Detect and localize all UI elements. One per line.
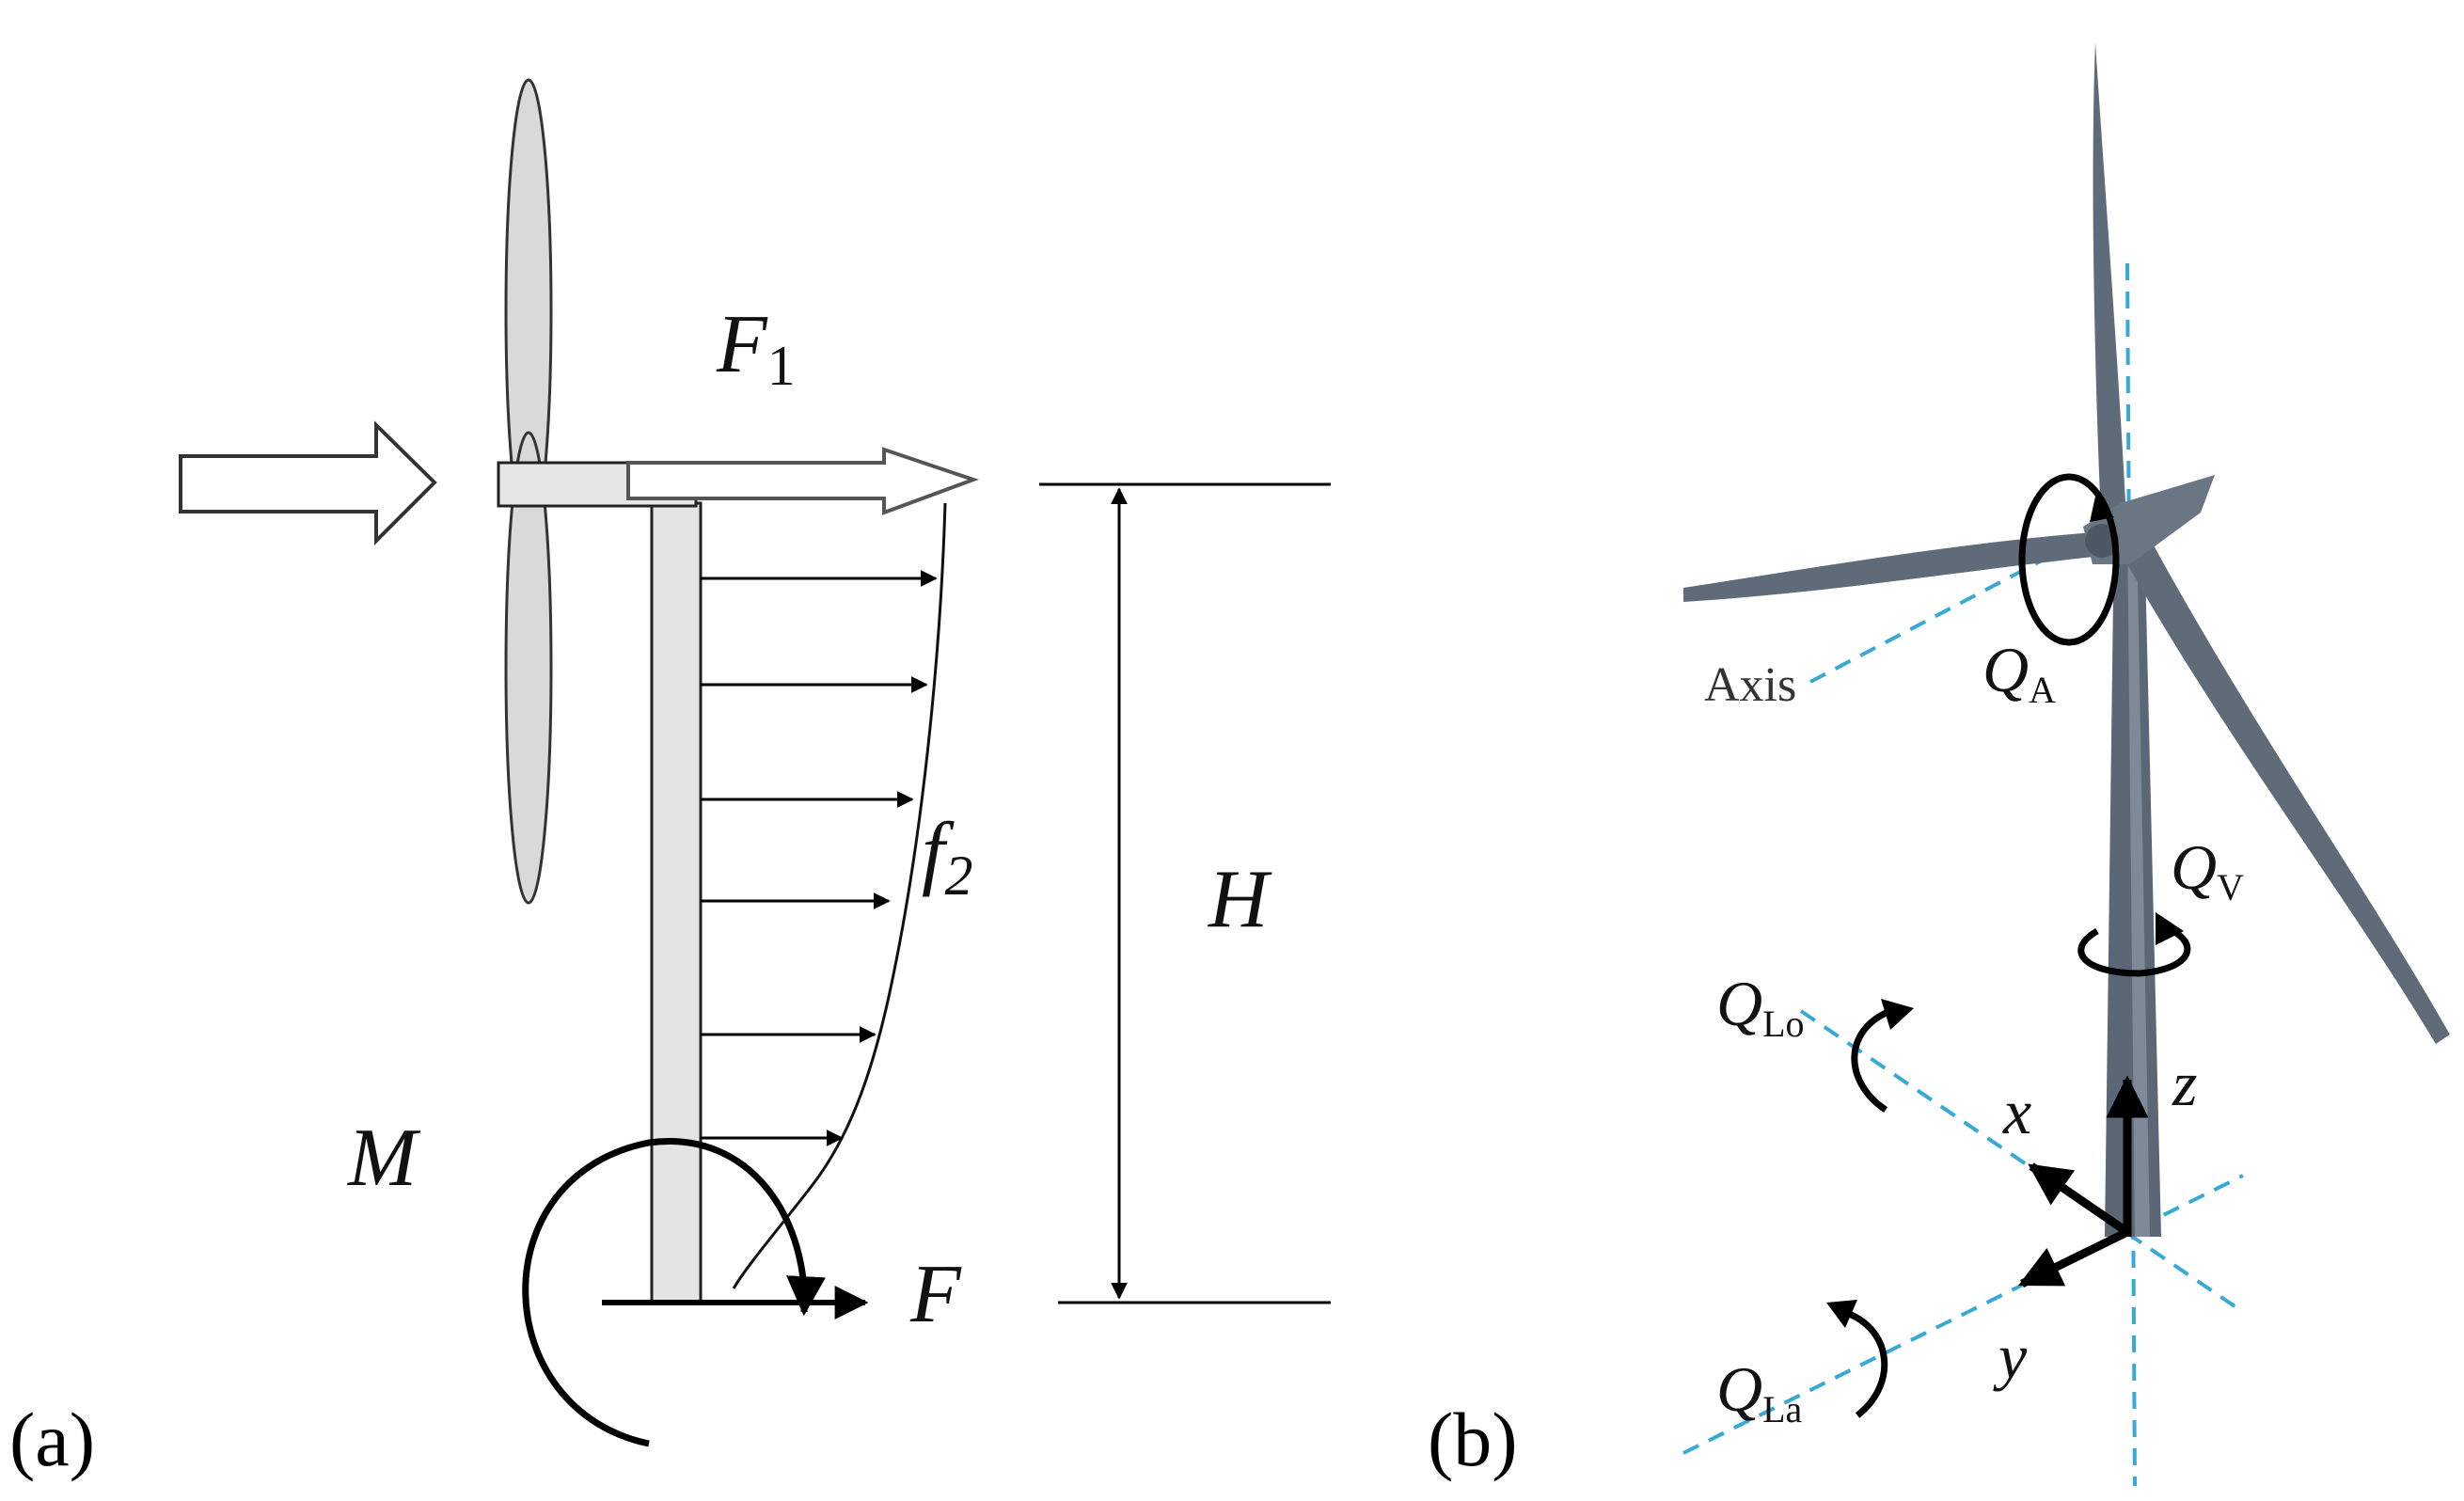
label-qa: QA (1982, 634, 2056, 711)
y-axis-arrow (2017, 1227, 2129, 1288)
rotation-qlo-arrowhead (1881, 999, 1914, 1030)
label-x: x (2002, 1076, 2031, 1147)
label-f2: f2 (922, 807, 972, 907)
x-axis-arrow (2028, 1162, 2130, 1236)
wind-arrow (179, 420, 437, 545)
vertical-axis-line (2125, 262, 2137, 1487)
label-qv: QV (2171, 831, 2244, 908)
rotation-qla (1841, 1308, 1888, 1418)
label-base-f: F (909, 1249, 962, 1340)
tower (650, 501, 703, 1304)
load-profile-curve (732, 502, 947, 1289)
rotation-qv (2077, 923, 2191, 977)
rotation-qla-arrowhead (1826, 1300, 1857, 1328)
rotation-qlo (1851, 1007, 1892, 1113)
moment-arc (522, 1138, 826, 1447)
panel-b: Axis QA QV QLo QLa x y z (b) (1428, 42, 2450, 1487)
dashed-axes (1682, 262, 2245, 1487)
label-qla: QLa (1716, 1353, 1803, 1430)
label-qlo: QLo (1716, 968, 1805, 1045)
panel-a-label: (a) (9, 1397, 95, 1482)
tower-3d-highlight (2127, 527, 2150, 1237)
blade-down-right (2127, 545, 2450, 1044)
label-axis: Axis (1704, 658, 1796, 712)
rotation-qa-ring (2018, 473, 2120, 646)
label-m: M (346, 1113, 421, 1204)
label-h: H (1208, 854, 1272, 945)
longitudinal-axis-line (1799, 1009, 2245, 1314)
lower-blade (504, 431, 553, 905)
blade-left (1683, 531, 2111, 602)
blade-up (2093, 42, 2127, 541)
distributed-load-arrows (701, 570, 938, 1146)
thrust-arrow-f1 (626, 447, 980, 515)
panel-b-label: (b) (1428, 1397, 1518, 1482)
label-z: z (2172, 1048, 2197, 1119)
panel-a: F1 f2 H M F (a) (9, 78, 1331, 1482)
coordinate-axes (2017, 1075, 2149, 1288)
label-f1: F1 (716, 299, 796, 397)
label-y: y (1993, 1320, 2028, 1392)
rotation-qa-arrowhead (2090, 497, 2114, 522)
rotation-qv-arrowhead (2156, 912, 2184, 945)
